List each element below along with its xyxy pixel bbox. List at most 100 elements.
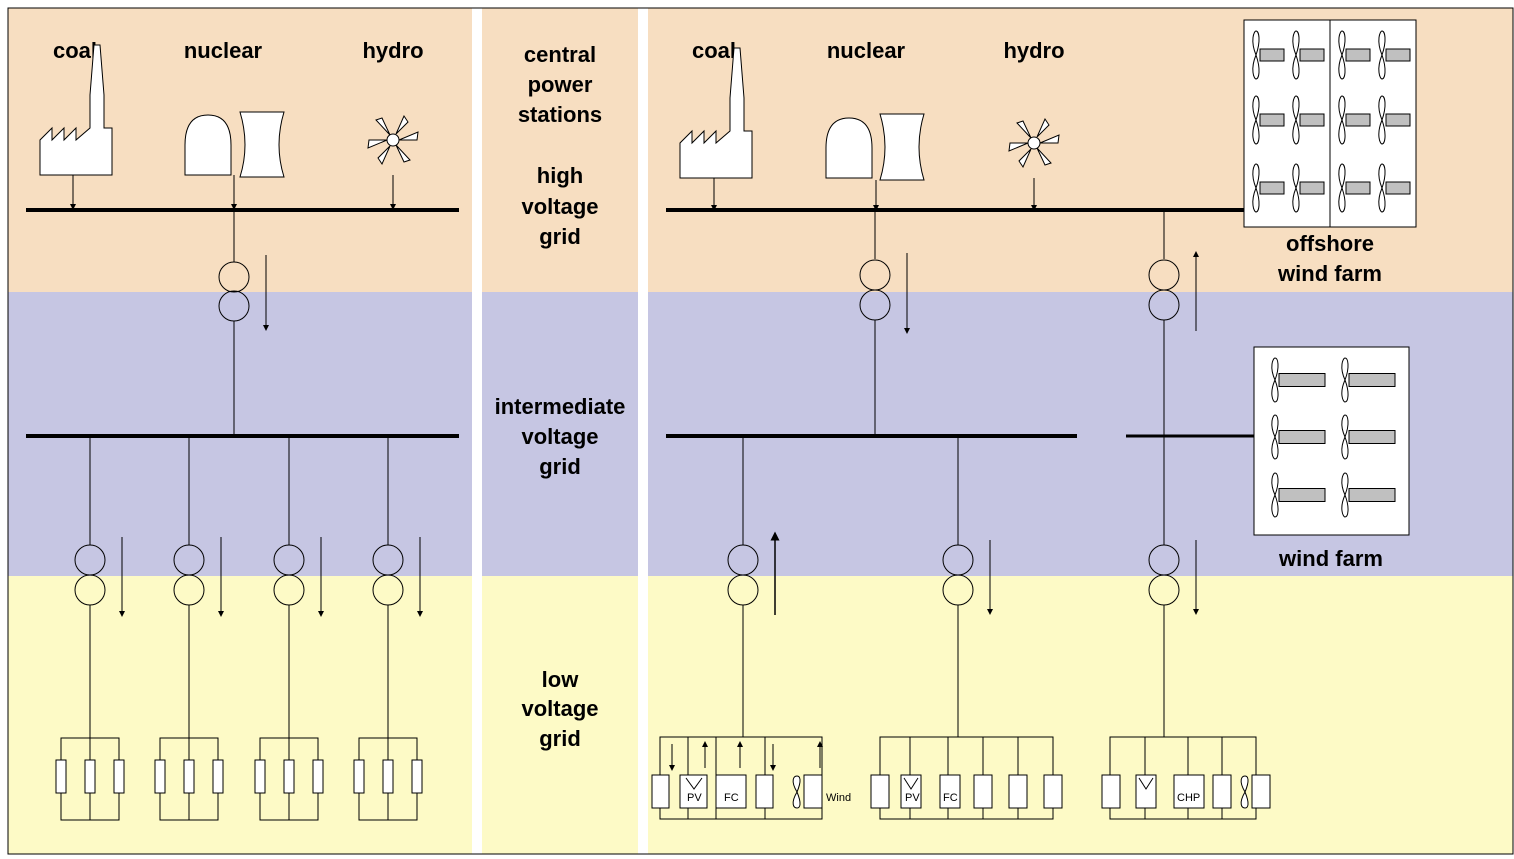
offshore-label-line1: offshore: [1286, 231, 1374, 256]
wind-turbine-icon: [1338, 163, 1371, 213]
coal-plant-icon: [39, 44, 113, 176]
frame: [7, 7, 1514, 855]
wind-turbine-icon: [1292, 163, 1325, 213]
wind-turbine-icon: [1292, 30, 1325, 80]
load-device: [84, 759, 96, 794]
central-power-stations-label: central power stations: [518, 42, 602, 127]
wind-turbine-icon: [1271, 357, 1326, 403]
load-device: [353, 759, 365, 794]
right-lv-group-a-devices: [651, 774, 823, 809]
hydro-plant-icon: [367, 114, 419, 166]
center-labels: central power stations high voltage grid…: [495, 42, 626, 751]
pv-device: [900, 774, 922, 809]
load-device: [113, 759, 125, 794]
low-voltage-band: [8, 576, 1513, 854]
right-divider: [638, 8, 648, 854]
wind-turbine-icon: [1252, 30, 1285, 80]
svg-text:central: central: [524, 42, 596, 67]
load-device: [1008, 774, 1028, 809]
svg-text:stations: stations: [518, 102, 602, 127]
right-lv-group-c: [1109, 736, 1257, 820]
left-feeder: [353, 436, 423, 821]
pv-symbol-icon: [685, 777, 703, 790]
left-hydro-label: hydro: [362, 38, 423, 63]
fc-label: FC: [724, 792, 739, 804]
right-lv-group-a-arrows: [669, 741, 823, 771]
load-device: [312, 759, 324, 794]
right-panel: coal nuclear hydro offshore wind farm: [651, 19, 1417, 820]
left-feeder: [254, 436, 324, 821]
left-feeder: [154, 436, 224, 821]
svg-text:voltage: voltage: [521, 424, 598, 449]
svg-text:low: low: [542, 667, 580, 692]
right-lv-group-b: [879, 736, 1054, 820]
svg-text:grid: grid: [539, 454, 581, 479]
low-voltage-grid-label: low voltage grid: [521, 667, 598, 751]
left-coal-label: coal: [53, 38, 97, 63]
load-device: [154, 759, 166, 794]
wind-turbine-icon: [1292, 95, 1325, 145]
small-wind-icon: [792, 775, 801, 809]
right-lv-group-a: [659, 736, 823, 820]
wind-turbine-icon: [1341, 472, 1396, 518]
svg-text:grid: grid: [539, 224, 581, 249]
hydro-plant-icon: [1008, 117, 1060, 169]
svg-text:power: power: [528, 72, 593, 97]
pv-label: PV: [687, 792, 702, 804]
intermediate-voltage-grid-label: intermediate voltage grid: [495, 394, 626, 479]
wind-turbine-icon: [1378, 30, 1411, 80]
chp-device: [1173, 774, 1205, 809]
pv-device: [679, 774, 708, 809]
svg-text:voltage: voltage: [521, 696, 598, 721]
svg-text:high: high: [537, 163, 583, 188]
load-device: [283, 759, 295, 794]
wind-turbine-icon: [1341, 357, 1396, 403]
load-device: [1101, 774, 1121, 809]
svg-text:grid: grid: [539, 726, 581, 751]
left-feeders: [55, 436, 423, 821]
wind-turbine-icon: [1338, 95, 1371, 145]
load-device: [382, 759, 394, 794]
wind-turbine-icon: [1378, 163, 1411, 213]
pv-symbol-icon: [1138, 777, 1154, 790]
pv-symbol-icon: [903, 777, 919, 790]
wind-turbine-icon: [1341, 414, 1396, 460]
pv-label: PV: [905, 792, 920, 804]
load-device: [1043, 774, 1063, 809]
wind-device: [803, 774, 823, 809]
wind-farm-label: wind farm: [1278, 546, 1383, 571]
wind-turbine-icon: [1338, 30, 1371, 80]
chp-label: CHP: [1177, 792, 1200, 804]
right-hydro-label: hydro: [1003, 38, 1064, 63]
load-device: [411, 759, 423, 794]
high-voltage-grid-label: high voltage grid: [521, 163, 598, 249]
load-device: [1212, 774, 1232, 809]
wind-turbine-icon: [1271, 414, 1326, 460]
wind-farm-turbines: [1271, 357, 1396, 518]
load-device: [254, 759, 266, 794]
fuel-cell-device: [715, 774, 747, 809]
fuel-cell-device: [939, 774, 961, 809]
wind-label: Wind: [826, 792, 851, 804]
wind-device: [1251, 774, 1271, 809]
nuclear-plant-icon: [825, 113, 925, 181]
wind-turbine-icon: [1252, 95, 1285, 145]
load-device: [55, 759, 67, 794]
right-lv-group-c-devices: [1101, 774, 1271, 809]
offshore-turbines: [1252, 30, 1411, 213]
nuclear-plant-icon: [184, 111, 285, 178]
load-device: [870, 774, 890, 809]
left-nuclear-label: nuclear: [184, 38, 263, 63]
svg-text:intermediate: intermediate: [495, 394, 626, 419]
coal-plant-icon: [679, 47, 753, 179]
load-device: [651, 774, 670, 809]
left-divider: [472, 8, 482, 854]
left-panel: coal nuclear hydro: [26, 38, 459, 821]
wind-turbine-icon: [1271, 472, 1326, 518]
left-feeder: [55, 436, 125, 821]
fc-label: FC: [943, 792, 958, 804]
right-coal-label: coal: [692, 38, 736, 63]
svg-text:voltage: voltage: [521, 194, 598, 219]
wind-turbine-icon: [1378, 95, 1411, 145]
